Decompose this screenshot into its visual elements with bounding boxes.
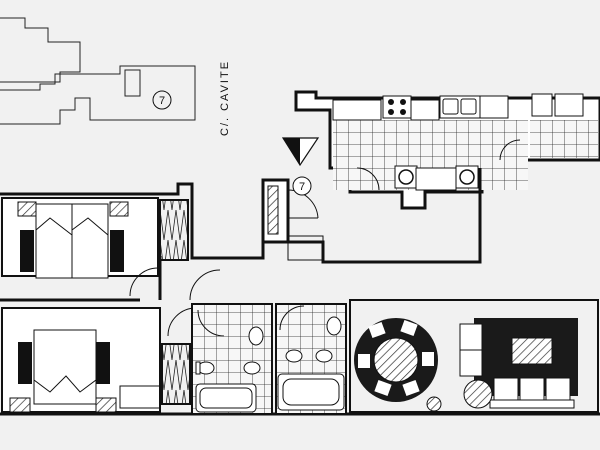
stove-icon (382, 95, 412, 119)
unit-number-top: 7 (152, 90, 172, 110)
bed-icon (9, 329, 117, 413)
svg-text:7: 7 (299, 181, 305, 193)
kitchen (294, 90, 600, 210)
dining-table-icon (354, 318, 438, 402)
bed-icon (17, 201, 129, 279)
landing-stairs (261, 178, 324, 261)
bedroom-2 (1, 307, 197, 413)
bedroom-1 (1, 197, 189, 297)
armchair-icon (459, 323, 493, 409)
neighbor-building (0, 17, 196, 125)
unit-number-landing: 7 (292, 176, 312, 196)
north-arrow-icon (281, 137, 320, 167)
sink-icon (439, 95, 481, 119)
sofa-icon (474, 318, 578, 409)
hall-doors (189, 269, 226, 305)
bathroom-1 (191, 303, 273, 415)
svg-text:7: 7 (159, 95, 165, 107)
street-label: C/. CAVITE (219, 60, 231, 136)
living-room (349, 299, 599, 413)
bathroom-2 (275, 303, 347, 415)
toilet-icon (195, 361, 215, 375)
bathtub-icon (277, 373, 345, 411)
